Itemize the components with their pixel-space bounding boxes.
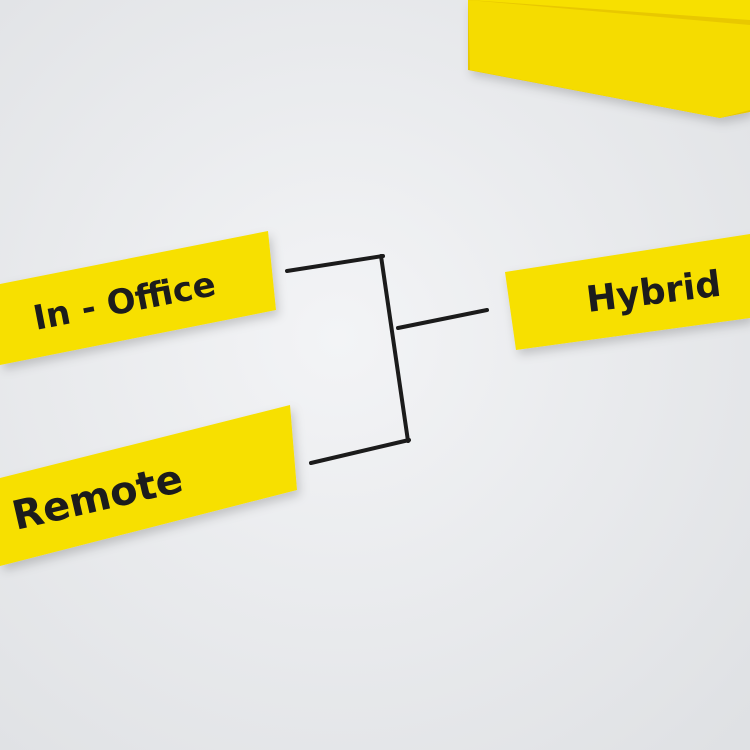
- bracket-line-top: [285, 254, 385, 273]
- note-in-office: In - Office: [0, 231, 276, 365]
- bracket-diagram: [285, 254, 489, 465]
- sticky-note-pad: [468, 0, 750, 118]
- bracket-line-output: [396, 308, 489, 330]
- bracket-line-vertical: [379, 254, 410, 443]
- note-hybrid: Hybrid: [505, 234, 750, 350]
- bracket-line-bottom: [309, 438, 411, 465]
